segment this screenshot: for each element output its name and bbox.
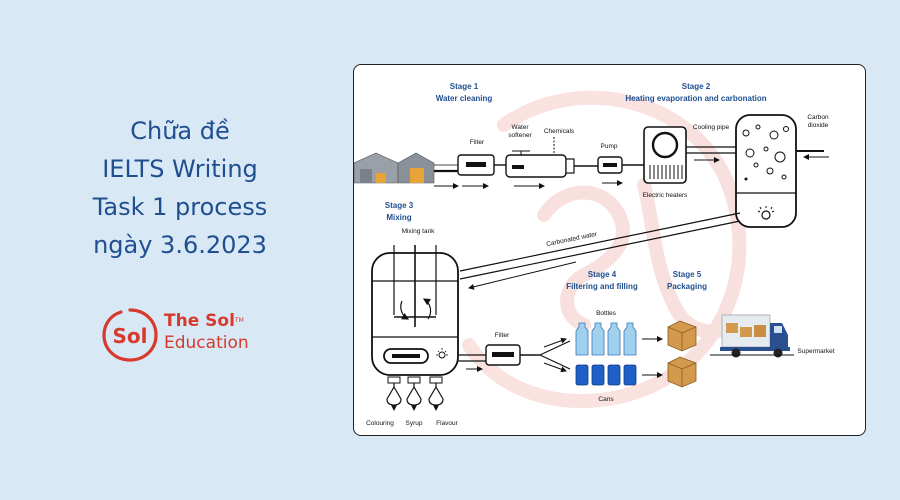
stage1-name: Water cleaning [436, 94, 493, 103]
bottles-icon [575, 322, 637, 356]
packaging-box-icon [667, 320, 697, 352]
warehouse-icon [354, 152, 435, 184]
logo-icon-text: Sol [113, 324, 148, 348]
heading-line-2: IELTS Writing [102, 155, 258, 183]
mixing-tank-icon [371, 245, 459, 384]
stage1-number: Stage 1 [450, 82, 479, 91]
water-softener-icon [505, 150, 575, 178]
logo-line-1: The Sol [164, 311, 235, 331]
stage4-name: Filtering and filling [566, 282, 638, 291]
stage2-number: Stage 2 [682, 82, 711, 91]
pump-icon [597, 156, 623, 174]
stage3-number: Stage 3 [385, 201, 414, 210]
stage5-number: Stage 5 [673, 270, 702, 279]
supermarket-label: Supermarket [797, 348, 834, 355]
filter1-label: Filter [470, 139, 485, 146]
colouring-label: Colouring [366, 420, 394, 427]
chemicals-label: Chemicals [544, 128, 575, 135]
filter-2-icon [485, 344, 521, 366]
heading-line-1: Chữa đề [130, 117, 230, 145]
flavour-label: Flavour [436, 420, 459, 427]
electric-heater-icon [643, 126, 687, 184]
softener-label-1: Water [511, 124, 529, 131]
packaging-box-2-icon [667, 356, 697, 388]
flavour-flask-icon [428, 383, 444, 406]
co2-label-2: dioxide [808, 122, 829, 129]
process-diagram: Stage 1 Water cleaning Stage 2 Heating e… [354, 82, 835, 427]
logo-wordmark: The SolTM Education [164, 310, 249, 354]
stage4-number: Stage 4 [588, 270, 617, 279]
logo-trademark: TM [234, 317, 244, 324]
logo-line-2: Education [164, 333, 249, 353]
syrup-label: Syrup [406, 420, 423, 427]
sol-logo-icon: Sol [102, 308, 158, 362]
carbonation-tank-icon [735, 114, 797, 228]
cans-icon [575, 364, 637, 386]
page-heading: Chữa đề IELTS Writing Task 1 process ngà… [40, 112, 320, 264]
filter-icon [457, 154, 495, 176]
co2-label-1: Carbon [807, 114, 829, 121]
pump-label: Pump [601, 143, 618, 150]
cans-label: Cans [598, 396, 614, 403]
delivery-truck-icon [720, 314, 790, 358]
softener-label-2: softener [508, 132, 532, 139]
electric-heaters-label: Electric heaters [643, 192, 689, 199]
mixing-tank-label: Mixing tank [402, 228, 436, 235]
cooling-pipe-label: Cooling pipe [693, 124, 730, 131]
process-diagram-card: Stage 1 Water cleaning Stage 2 Heating e… [353, 64, 866, 436]
carbonated-water-label: Carbonated water [546, 231, 599, 249]
syrup-flask-icon [406, 383, 422, 406]
heading-line-4: ngày 3.6.2023 [93, 231, 267, 259]
stage2-name: Heating evaporation and carbonation [625, 94, 766, 103]
bottles-label: Bottles [596, 310, 617, 317]
colouring-flask-icon [386, 383, 402, 406]
stage5-name: Packaging [667, 282, 707, 291]
filter2-label: Filter [495, 332, 510, 339]
heading-line-3: Task 1 process [92, 193, 268, 221]
stage3-name: Mixing [386, 213, 411, 222]
brand-logo: Sol The SolTM Education [100, 306, 280, 364]
